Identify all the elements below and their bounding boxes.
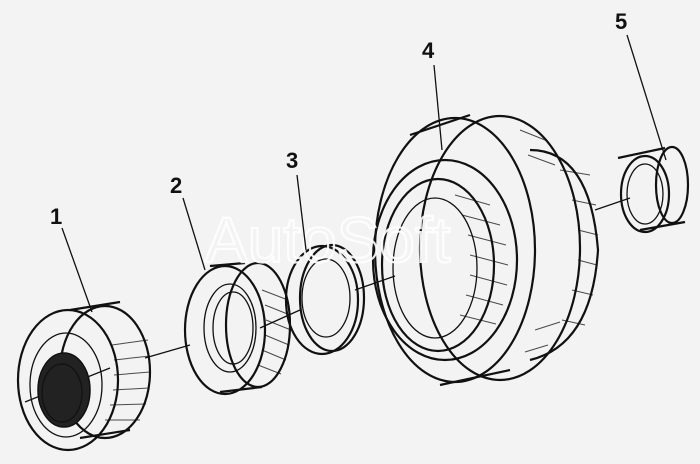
watermark-text: AutoSoft <box>205 204 451 276</box>
leader-lines <box>61 34 667 313</box>
label-part-2: 2 <box>170 173 182 198</box>
part-1-bearing <box>16 300 152 452</box>
part-3-washer <box>284 243 366 356</box>
label-part-1: 1 <box>50 204 62 229</box>
label-part-3: 3 <box>286 148 298 173</box>
part-2-ring <box>183 261 292 396</box>
label-part-4: 4 <box>422 38 435 63</box>
part-4-hub <box>371 113 600 387</box>
part-5-bushing <box>617 145 690 234</box>
label-part-5: 5 <box>615 9 627 34</box>
